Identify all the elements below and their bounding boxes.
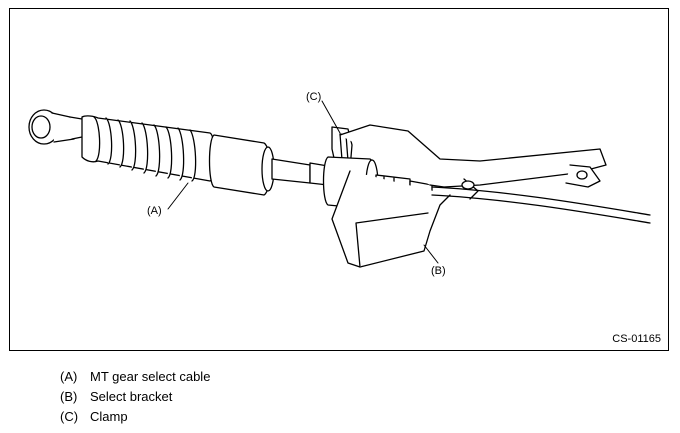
callout-b: (B) <box>431 265 446 277</box>
legend-text: MT gear select cable <box>90 369 211 384</box>
callout-c: (C) <box>306 91 322 103</box>
cable-rod-end <box>28 109 87 145</box>
legend-key: (C) <box>60 409 79 424</box>
cable-casing <box>208 134 329 196</box>
legend: (A) MT gear select cable (B) Select brac… <box>60 367 210 427</box>
callout-leaders <box>167 100 439 264</box>
figure-code: CS-01165 <box>612 333 661 345</box>
legend-item: (C) Clamp <box>60 407 210 427</box>
legend-item: (B) Select bracket <box>60 387 210 407</box>
legend-text: Select bracket <box>90 389 173 404</box>
cable-illustration <box>28 100 651 268</box>
legend-key: (A) <box>60 369 78 384</box>
figure-frame: (A) (B) (C) CS-01165 <box>9 8 669 351</box>
legend-key: (B) <box>60 389 78 404</box>
legend-item: (A) MT gear select cable <box>60 367 210 387</box>
cable-boot <box>81 115 216 182</box>
legend-text: Clamp <box>90 409 128 424</box>
callout-a: (A) <box>147 205 162 217</box>
cable-run <box>431 186 651 224</box>
select-bracket <box>331 124 607 268</box>
